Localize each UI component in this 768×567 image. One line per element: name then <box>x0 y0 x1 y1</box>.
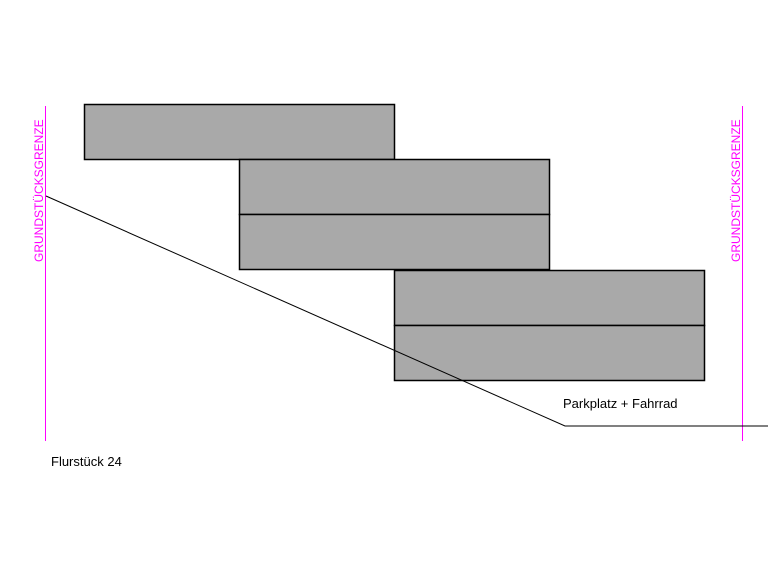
parking-label: Parkplatz + Fahrrad <box>563 396 678 411</box>
block-top <box>83 103 396 161</box>
block-bottom-lower <box>393 324 706 382</box>
block-bottom-upper <box>393 269 706 327</box>
left-boundary-label: GRUNDSTÜCKSGRENZE <box>32 119 46 262</box>
right-boundary-label: GRUNDSTÜCKSGRENZE <box>729 119 743 262</box>
parcel-label: Flurstück 24 <box>51 454 122 469</box>
block-middle-lower <box>238 213 551 271</box>
block-middle-upper <box>238 158 551 216</box>
access-path-line <box>45 195 768 427</box>
